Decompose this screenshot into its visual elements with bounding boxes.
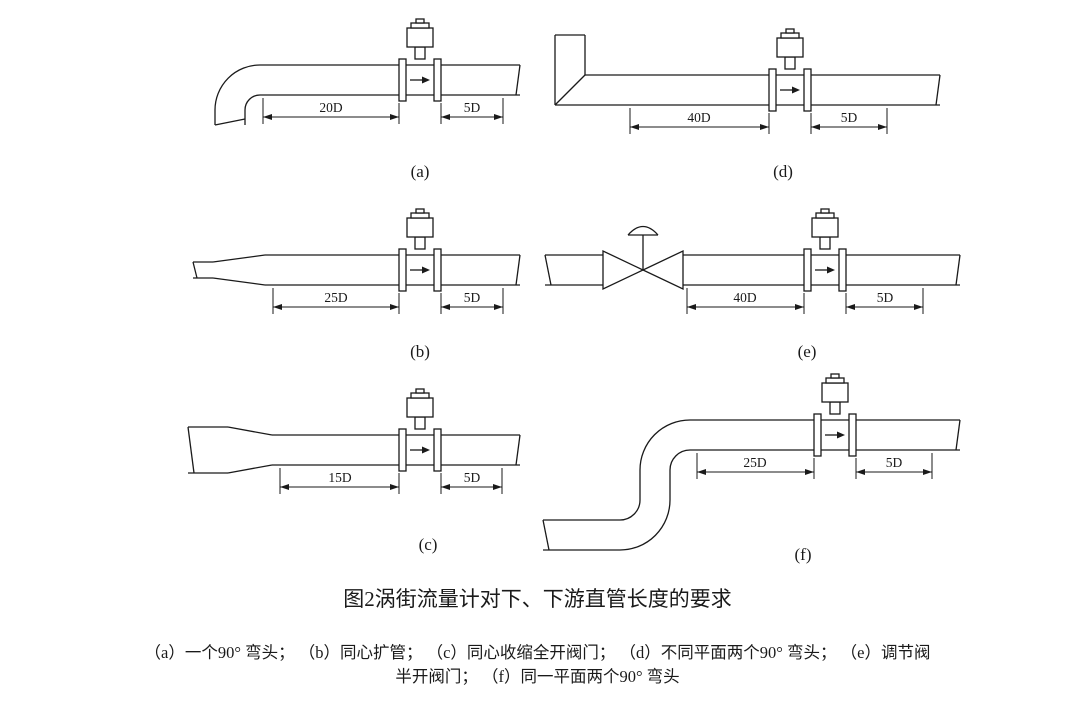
downstream-length-label: 5D <box>464 470 481 485</box>
pipe-elbow-90 <box>214 64 521 126</box>
pipe-concentric-expander <box>192 254 521 286</box>
valve-icon <box>602 225 684 291</box>
upstream-length-label: 40D <box>687 110 711 125</box>
diagram-label: (a) <box>411 162 430 181</box>
flow-arrow-icon <box>410 446 430 454</box>
downstream-length-label: 5D <box>886 455 903 470</box>
upstream-length-label: 25D <box>743 455 767 470</box>
dimension-upstream: 40D <box>629 108 770 134</box>
downstream-length-label: 5D <box>464 100 481 115</box>
upstream-length-label: 15D <box>328 470 352 485</box>
pipe-out-of-plane-bends <box>554 34 941 106</box>
flowmeter <box>803 208 847 292</box>
dimension-downstream: 5D <box>440 468 503 494</box>
downstream-length-label: 5D <box>464 290 481 305</box>
diagram-label: (c) <box>419 535 438 554</box>
flow-arrow-icon <box>825 431 845 439</box>
flowmeter <box>813 373 857 457</box>
upstream-length-label: 40D <box>733 290 757 305</box>
upstream-length-label: 25D <box>324 290 348 305</box>
diagram-label: (e) <box>798 342 817 361</box>
diagram-b: 25D 5D (b) <box>192 208 521 361</box>
diagram-label: (d) <box>773 162 793 181</box>
flow-arrow-icon <box>815 266 835 274</box>
dimension-downstream: 5D <box>440 98 504 124</box>
dimension-upstream: 25D <box>696 453 815 479</box>
figure-caption: （a）一个90° 弯头； （b）同心扩管； （c）同心收缩全开阀门； （d）不同… <box>0 641 1075 689</box>
dimension-upstream: 25D <box>272 288 400 314</box>
dimension-upstream: 20D <box>262 98 400 124</box>
diagram-label: (b) <box>410 342 430 361</box>
flow-arrow-icon <box>410 76 430 84</box>
flowmeter <box>398 18 442 102</box>
dimension-downstream: 5D <box>855 453 933 479</box>
figure-title: 图2涡街流量计对下、下游直管长度的要求 <box>343 587 732 611</box>
diagram-d: 40D 5D (d) <box>554 28 941 181</box>
diagram-a: 20D 5D (a) <box>214 18 521 181</box>
pipe-s-bend <box>542 419 961 551</box>
diagram-c: 15D 5D (c) <box>187 388 521 554</box>
downstream-length-label: 5D <box>877 290 894 305</box>
figure-caption-line-1: （a）一个90° 弯头； （b）同心扩管； （c）同心收缩全开阀门； （d）不同… <box>144 643 931 662</box>
dimension-downstream: 5D <box>810 108 888 134</box>
upstream-length-label: 20D <box>319 100 343 115</box>
dimension-upstream: 40D <box>686 288 805 314</box>
diagram-e: 40D 5D (e) <box>544 208 961 361</box>
dimension-downstream: 5D <box>845 288 924 314</box>
diagram-label: (f) <box>795 545 812 564</box>
figure-caption-line-2: 半开阀门； （f）同一平面两个90° 弯头 <box>395 666 680 686</box>
flowmeter <box>398 388 442 472</box>
downstream-length-label: 5D <box>841 110 858 125</box>
dimension-upstream: 15D <box>279 468 400 494</box>
flow-arrow-icon <box>780 86 800 94</box>
flowmeter <box>398 208 442 292</box>
flowmeter <box>768 28 812 112</box>
pipe <box>544 254 961 286</box>
diagram-f: 25D 5D (f) <box>542 373 961 564</box>
pipe-concentric-reducer <box>187 426 521 474</box>
dimension-downstream: 5D <box>440 288 504 314</box>
flow-arrow-icon <box>410 266 430 274</box>
